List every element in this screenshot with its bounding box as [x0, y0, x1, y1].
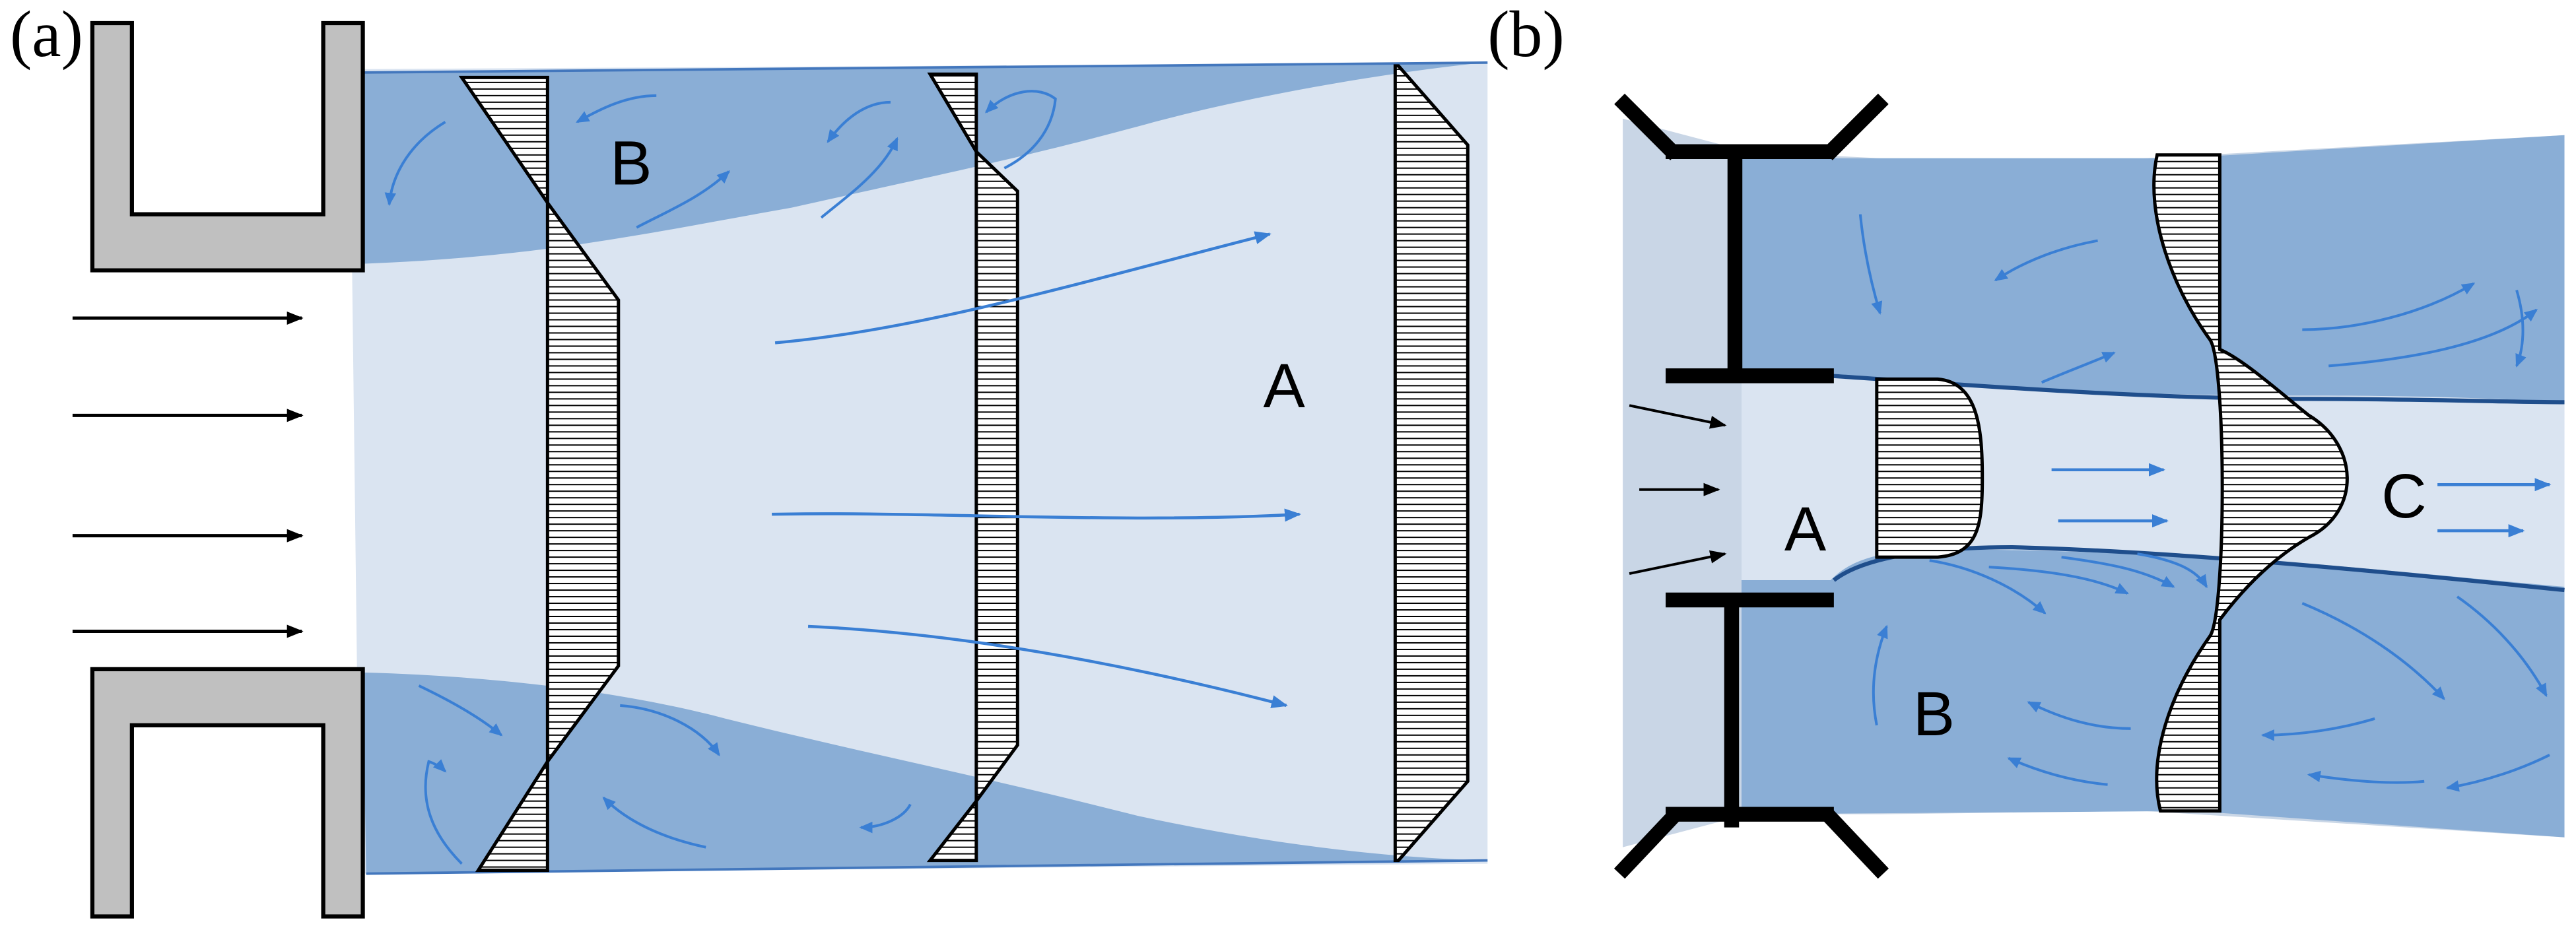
panel-b-zone-c-label: C	[2381, 461, 2427, 531]
panel-a-inflow-arrows	[72, 311, 304, 638]
eddy-arrow	[620, 704, 720, 756]
panel-a-lower-edge	[366, 859, 1488, 875]
panel-b-upper-electrode	[1614, 93, 1889, 383]
eddy-arrow	[859, 803, 912, 834]
stream-arrow	[772, 508, 1301, 522]
panel-b-zone-b-label: B	[1913, 679, 1955, 749]
panel-a-core-streamlines	[772, 231, 1301, 708]
eddy-arrow	[820, 137, 898, 219]
panel-a-upper-wall	[90, 20, 365, 273]
panel-a-upper-edge	[362, 61, 1488, 74]
eddy-arrow	[2307, 770, 2425, 784]
panel-b-velocity-profile-inlet	[1875, 377, 1984, 559]
eddy-arrow	[2041, 351, 2116, 384]
panel-b-inlet-arrows	[1629, 404, 1727, 576]
panel-a-zone-a-label: A	[1264, 351, 1306, 421]
eddy-arrow	[418, 684, 503, 737]
panel-a: (a)	[10, 0, 1488, 919]
panel-a-eddies	[384, 90, 1057, 865]
panel-b-zone-a-label: A	[1784, 494, 1827, 564]
eddy-arrow	[1872, 624, 1888, 726]
eddy-arrow	[1929, 559, 2047, 614]
panel-b-eddies	[1858, 214, 2550, 792]
eddy-arrow	[985, 90, 1057, 170]
stream-arrow	[807, 624, 1288, 708]
panel-a-upper-recirculation-region	[362, 62, 1485, 264]
eddy-arrow	[636, 170, 730, 229]
panel-a-velocity-profile-1	[458, 75, 621, 873]
inflow-arrow	[1629, 550, 1727, 576]
eddy-arrow	[384, 121, 446, 207]
eddy-arrow	[2328, 308, 2538, 368]
panel-b-velocity-profile-jet	[2152, 153, 2349, 813]
eddy-arrow	[424, 759, 463, 865]
panel-a-lower-recirculation-region	[362, 672, 1485, 874]
eddy-arrow	[827, 100, 891, 143]
panel-a-core-flow-region	[349, 62, 1488, 874]
eddy-arrow	[1858, 214, 1883, 315]
eddy-arrow	[1994, 239, 2098, 282]
eddy-arrow	[2445, 753, 2550, 792]
eddy-arrow	[2137, 552, 2208, 589]
panel-a-lower-wall	[90, 667, 365, 919]
eddy-arrow	[1988, 566, 2129, 595]
panel-b-lower-electrode	[1613, 592, 1889, 879]
eddy-arrow	[576, 94, 657, 123]
panel-a-zone-b-label: B	[610, 129, 652, 199]
eddy-arrow	[602, 796, 706, 849]
eddy-arrow	[2007, 756, 2108, 786]
inflow-arrow	[1629, 404, 1727, 429]
panel-b: (b)	[1487, 0, 2565, 879]
eddy-arrow	[2301, 602, 2445, 700]
panel-b-label: (b)	[1487, 0, 1565, 71]
eddy-arrow	[2456, 595, 2548, 698]
panel-a-velocity-profile-2	[926, 72, 1019, 863]
stream-arrow	[774, 231, 1271, 345]
eddy-arrow	[2260, 717, 2375, 741]
eddy-arrow	[2027, 701, 2131, 730]
eddy-arrow	[2061, 556, 2175, 588]
eddy-arrow	[2302, 282, 2476, 331]
panel-a-velocity-profile-3	[1393, 64, 1470, 863]
eddy-arrow	[2515, 289, 2526, 368]
panel-a-label: (a)	[10, 0, 83, 71]
panel-b-jet-streamlines	[2051, 463, 2552, 538]
